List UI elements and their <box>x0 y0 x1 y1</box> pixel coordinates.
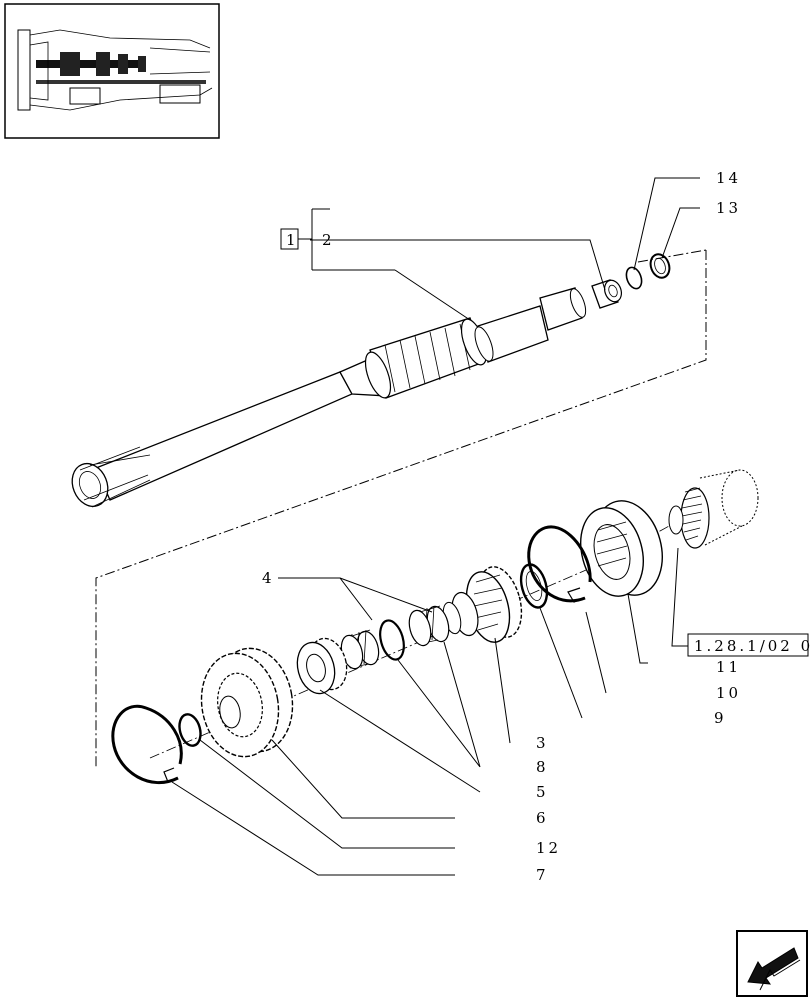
spacer-part-8[interactable] <box>376 618 408 662</box>
callout-3: 3 <box>536 734 549 752</box>
arrow-return-icon[interactable] <box>736 930 808 997</box>
callout-4: 4 <box>262 569 275 587</box>
callout-8: 8 <box>536 758 549 776</box>
gear-part-3[interactable] <box>440 562 529 647</box>
gear-part-5[interactable] <box>292 634 352 698</box>
callout-10: 10 <box>716 684 741 702</box>
callout-12: 12 <box>536 839 561 857</box>
callout-14: 14 <box>716 169 741 187</box>
needle-bearing-part-4a[interactable] <box>406 604 453 648</box>
leader-lines <box>171 177 700 876</box>
transmission-section-thumbnail[interactable] <box>4 3 220 139</box>
reference-box[interactable]: 1.28.1/02 01 <box>687 633 812 657</box>
callout-9: 9 <box>714 709 727 727</box>
needle-bearing-part-4b[interactable] <box>338 629 382 671</box>
callout-5: 5 <box>536 783 549 801</box>
circlip-part-10[interactable] <box>527 525 592 603</box>
gear-part-6[interactable] <box>194 642 301 763</box>
reference-label: 1.28.1/02 01 <box>694 637 812 655</box>
callout-6: 6 <box>536 809 549 827</box>
callout-13: 13 <box>716 199 741 217</box>
callout-2: 2 <box>322 231 335 249</box>
snap-ring-part-14[interactable] <box>624 265 645 290</box>
circlip-part-7[interactable] <box>111 704 183 785</box>
callout-11: 11 <box>716 658 741 676</box>
snap-ring-part-12[interactable] <box>176 712 204 748</box>
callout-7: 7 <box>536 866 549 884</box>
washer-part-9[interactable] <box>517 562 552 611</box>
washer-part-13[interactable] <box>647 252 672 281</box>
coupling-sleeve-part-11[interactable] <box>571 493 672 603</box>
mainshaft-part-2[interactable] <box>66 287 589 512</box>
coupling-reference-part[interactable] <box>668 469 759 549</box>
ref-box-label: 1 <box>286 231 299 249</box>
bush[interactable] <box>591 278 624 309</box>
